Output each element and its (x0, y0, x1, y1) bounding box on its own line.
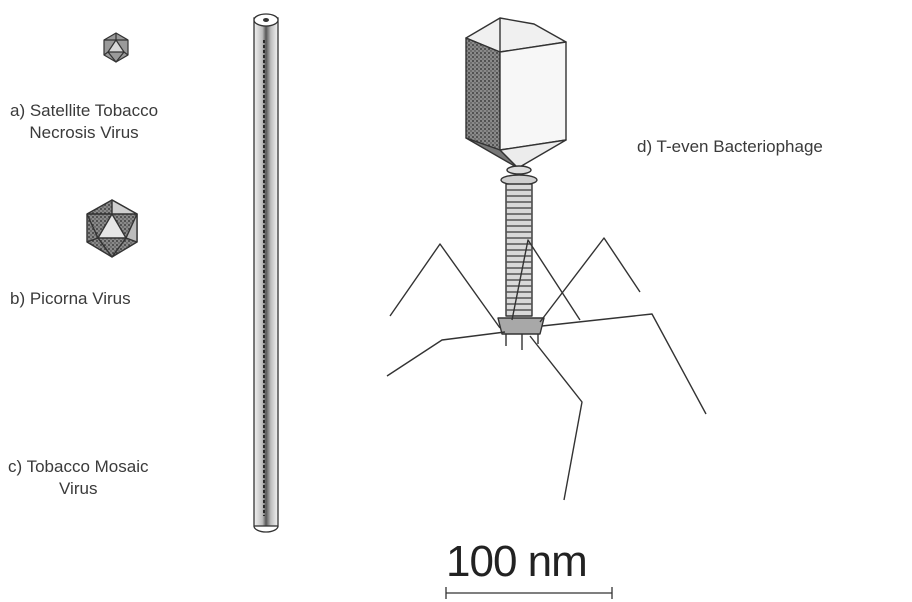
label-t-even-bacteriophage: d) T-even Bacteriophage (637, 136, 823, 158)
label-a-line2: Necrosis Virus (10, 122, 158, 144)
t-even-bacteriophage-shape (387, 18, 706, 500)
picorna-virus-shape (87, 200, 137, 257)
satellite-tobacco-necrosis-virus-shape (104, 33, 128, 62)
label-a-line1: a) Satellite Tobacco (10, 100, 158, 122)
label-b-line1: b) Picorna Virus (10, 288, 131, 310)
scale-bar-label: 100 nm (446, 538, 587, 586)
label-tobacco-mosaic-virus: c) Tobacco Mosaic Virus (8, 456, 148, 500)
label-picorna-virus: b) Picorna Virus (10, 288, 131, 310)
label-c-line1: c) Tobacco Mosaic (8, 456, 148, 478)
label-satellite-tobacco-necrosis-virus: a) Satellite Tobacco Necrosis Virus (10, 100, 158, 144)
label-d-line1: d) T-even Bacteriophage (637, 136, 823, 158)
scale-bar (446, 587, 612, 599)
tobacco-mosaic-virus-rod (254, 14, 278, 532)
label-c-line2: Virus (8, 478, 148, 500)
